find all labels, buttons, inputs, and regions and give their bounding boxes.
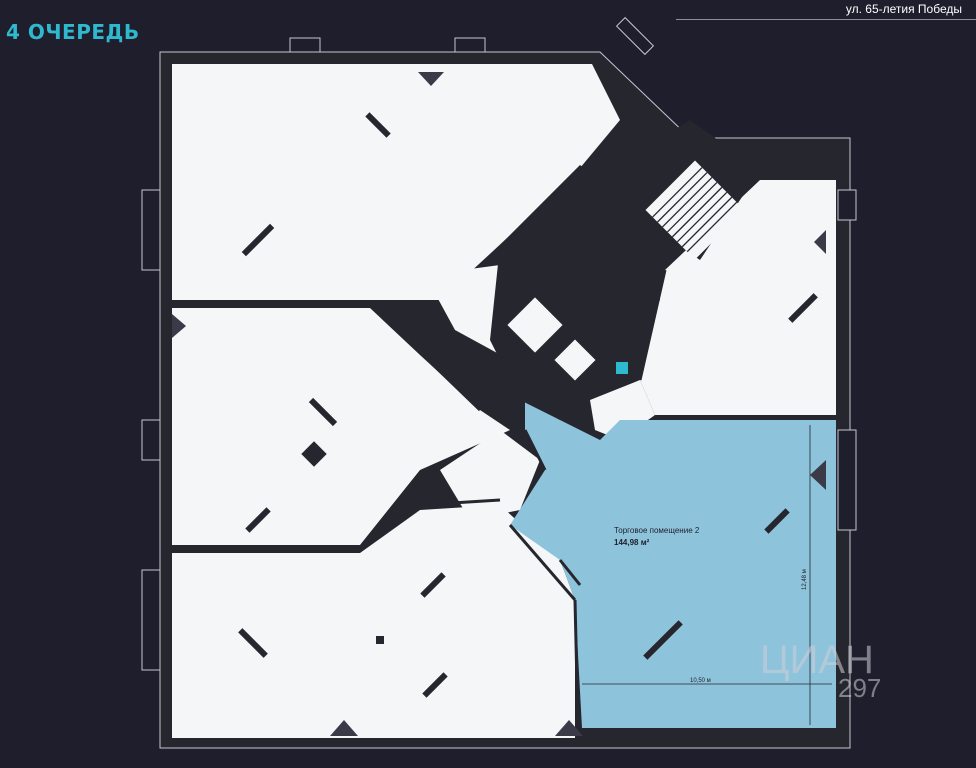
watermark-brand: ЦИАН — [760, 638, 874, 682]
columns — [238, 112, 818, 698]
watermark-code: 297 — [838, 673, 881, 703]
room-southwest[interactable] — [172, 505, 575, 738]
street-underline — [676, 19, 976, 20]
room-north[interactable] — [172, 64, 620, 300]
floor-areas — [172, 64, 836, 738]
dimension-lines — [582, 425, 832, 725]
retail-room-2[interactable] — [510, 400, 836, 728]
stair-core — [490, 120, 760, 420]
windows — [141, 16, 857, 671]
corner-marks — [172, 72, 826, 736]
lobby-center — [440, 430, 540, 520]
street-label: ул. 65-летия Победы — [845, 2, 962, 16]
retail-room-label: Торговое помещение 2 144,98 м² 10,50 м 1… — [614, 526, 808, 684]
watermark: ЦИАН 297 — [760, 638, 881, 703]
room-west[interactable] — [172, 308, 510, 545]
retail-room-area: 144,98 м² — [614, 538, 650, 547]
retail-room-width: 10,50 м — [690, 678, 711, 684]
retail-room-name: Торговое помещение 2 — [614, 526, 700, 535]
room-east[interactable] — [640, 180, 836, 415]
page-title: 4 ОЧЕРЕДЬ — [6, 20, 140, 44]
partitions — [172, 269, 836, 729]
retail-room-height: 12,48 м — [802, 569, 808, 590]
